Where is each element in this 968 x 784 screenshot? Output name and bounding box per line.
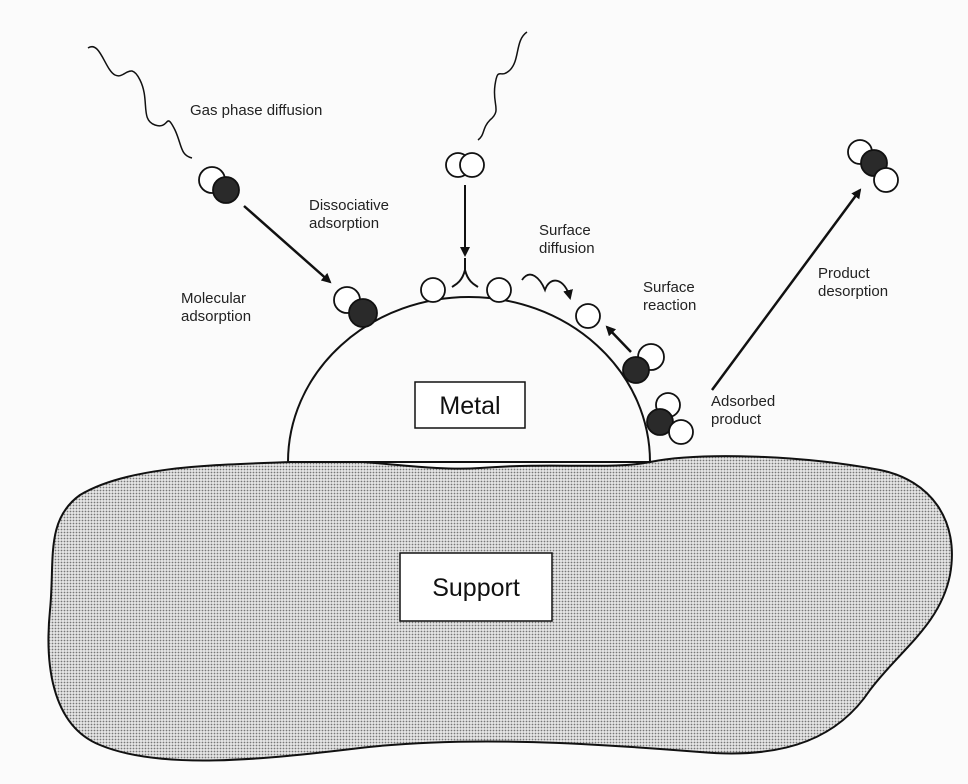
reacting-molecule [622, 343, 665, 384]
molecular-adsorption-label-1: Molecular [181, 290, 246, 307]
gas-phase-diffusion-label: Gas phase diffusion [190, 102, 322, 119]
adsorbed-product-label-2: product [711, 411, 762, 428]
surface-diffusion-label-1: Surface [539, 222, 591, 239]
product-desorption-label-1: Product [818, 265, 871, 282]
gas-molecule [198, 166, 240, 204]
gas-diffusion-path-right [477, 31, 528, 141]
adsorbed-molecule [333, 286, 378, 328]
product-desorption-arrow [710, 188, 862, 391]
dissociation-split [451, 258, 479, 288]
product-desorption-label-2: desorption [818, 283, 888, 300]
molecular-adsorption-arrow [243, 205, 332, 284]
metal-label-box: Metal [414, 381, 526, 429]
desorbed-product-molecule [847, 139, 899, 193]
surface-reaction-label-1: Surface [643, 279, 695, 296]
adsorbed-product-molecule [646, 392, 694, 445]
adsorbed-product-label-1: Adsorbed [711, 393, 775, 410]
molecular-adsorption-label-2: adsorption [181, 308, 251, 325]
support-label-box: Support [399, 552, 553, 622]
surface-diffusion-label-2: diffusion [539, 240, 595, 257]
diatomic-gas-molecule [445, 152, 485, 178]
surface-reaction-arrow [605, 325, 632, 353]
gas-diffusion-path-left [87, 45, 193, 159]
dissociative-adsorption-label-1: Dissociative [309, 197, 389, 214]
support-label: Support [432, 574, 520, 602]
surface-reaction-label-2: reaction [643, 297, 696, 314]
surface-diffusion-arrow [521, 273, 573, 300]
dissociated-atoms [420, 277, 512, 303]
diffusing-atom [575, 303, 601, 329]
dissociative-adsorption-label-2: adsorption [309, 215, 379, 232]
metal-particle [286, 296, 652, 463]
metal-label: Metal [439, 392, 500, 420]
